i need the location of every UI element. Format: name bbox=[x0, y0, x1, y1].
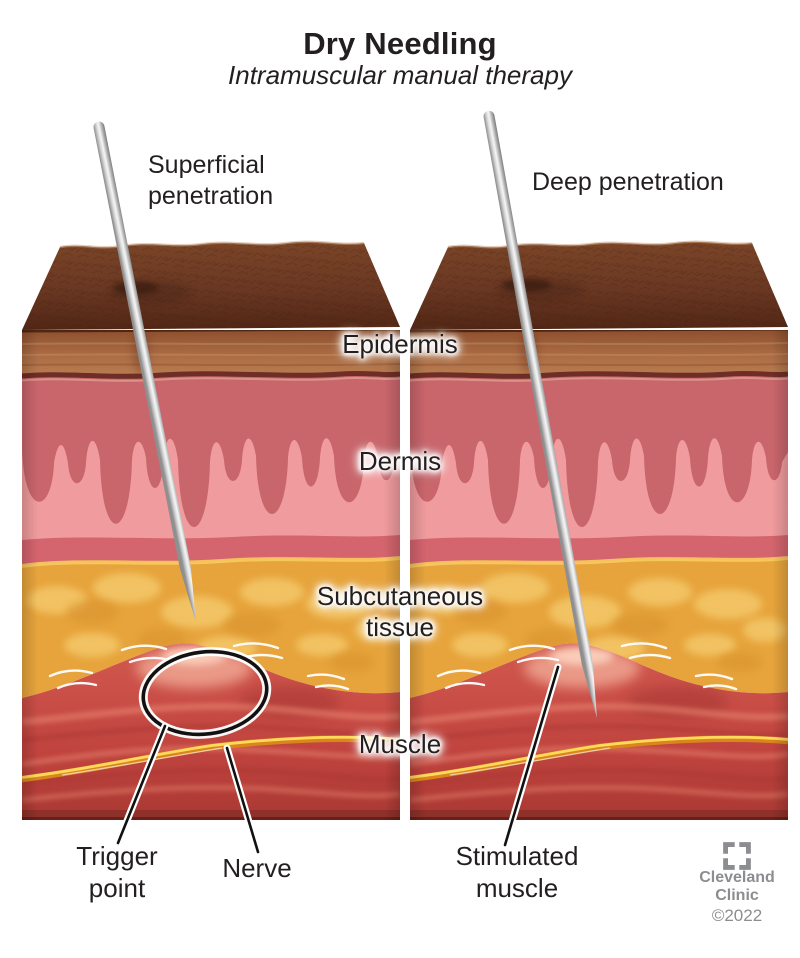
cleveland-clinic-wordmark: Cleveland Clinic bbox=[699, 869, 775, 904]
label-stimulated-muscle: Stimulated muscle bbox=[455, 841, 579, 903]
needle-superficial bbox=[93, 121, 196, 622]
page-subtitle: Intramuscular manual therapy bbox=[228, 60, 572, 90]
trigger-point-line bbox=[116, 724, 167, 845]
label-muscle: Muscle bbox=[358, 729, 442, 759]
label-dermis: Dermis bbox=[358, 446, 442, 476]
needle-deep bbox=[483, 110, 597, 718]
page-title: Dry Needling bbox=[303, 26, 497, 61]
label-epidermis: Epidermis bbox=[342, 329, 458, 359]
trigger-point-circle bbox=[138, 647, 272, 739]
label-deep-penetration: Deep penetration bbox=[532, 168, 724, 196]
label-nerve: Nerve bbox=[222, 853, 292, 883]
callout-lines bbox=[114, 663, 562, 856]
label-trigger-point: Trigger point bbox=[76, 841, 158, 903]
label-subcutaneous-tissue: Subcutaneous tissue bbox=[316, 581, 484, 642]
copyright-text: ©2022 bbox=[711, 906, 763, 925]
cleveland-clinic-logo-icon bbox=[723, 842, 751, 870]
nerve-line bbox=[225, 746, 260, 854]
label-superficial-penetration: Superficial penetration bbox=[148, 151, 274, 210]
stimulated-muscle-line bbox=[503, 665, 560, 847]
